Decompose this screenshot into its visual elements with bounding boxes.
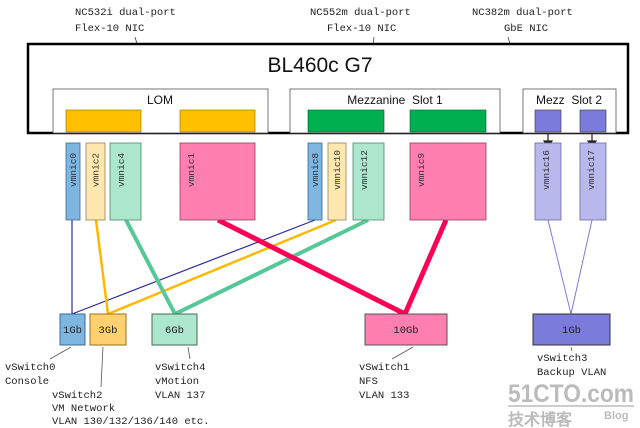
vmnic-vmnic10: vmnic10 xyxy=(327,142,347,221)
vmnic-box xyxy=(579,142,607,221)
vmnic-box xyxy=(327,142,347,221)
label-line: VLAN 137 xyxy=(155,390,205,402)
vmnic-label: vmnic4 xyxy=(116,153,127,188)
label-line: vSwitch1 xyxy=(359,362,409,374)
vmnic-box xyxy=(307,142,323,221)
uplink-box xyxy=(151,313,198,346)
callout-line: NC382m dual-port xyxy=(472,7,573,19)
vmnic-label: vmnic16 xyxy=(541,150,552,190)
label-line: vMotion xyxy=(155,376,199,388)
watermark-logo: 51CTO.com 技术博客 Blog xyxy=(508,380,634,428)
mezz2-port-2 xyxy=(579,109,607,133)
label-line: VLAN 133 xyxy=(359,390,409,402)
label-line: vSwitch3 xyxy=(537,353,587,365)
vmnic-label: vmnic10 xyxy=(332,150,343,190)
vmnic-box xyxy=(534,142,562,221)
vmnic-box xyxy=(352,142,385,221)
vmnic-label: vmnic17 xyxy=(586,150,597,190)
uplink-speed: 3Gb xyxy=(99,325,118,337)
watermark-cn: 技术博客 xyxy=(508,410,573,428)
vmnic-vmnic0: vmnic0 xyxy=(65,142,81,221)
vmnic-vmnic9: vmnic9 xyxy=(409,142,487,221)
watermark-blog: Blog xyxy=(604,410,628,422)
uplink-box xyxy=(89,313,127,346)
vmnic-vmnic16: vmnic16 xyxy=(534,142,562,221)
uplink-box xyxy=(59,313,86,346)
vswitch-uplink-3: 10Gb xyxy=(364,313,448,346)
vswitch-group: 1Gb 3Gb 6Gb 10Gb 1Gb xyxy=(59,313,611,346)
uplink-box xyxy=(532,313,611,346)
adapter-label: Mezz Slot 2 xyxy=(536,93,602,107)
callout-line: NC532i dual-port xyxy=(75,7,176,19)
uplink-box xyxy=(364,313,448,346)
label-line: Backup VLAN xyxy=(537,367,606,379)
watermark-site: 51CTO.com xyxy=(508,380,634,408)
vswitch-uplink-4: 1Gb xyxy=(532,313,611,346)
label-line: Console xyxy=(5,376,49,388)
mezz1-port-2 xyxy=(409,109,487,133)
vmnic-label: vmnic1 xyxy=(186,153,197,188)
vswitch3-label: vSwitch3 Backup VLAN xyxy=(537,353,606,379)
vmnic-group: vmnic0 vmnic2 vmnic4 vmnic1 vmnic8 vmnic10 vmn… xyxy=(65,142,607,221)
vmnic-box xyxy=(109,142,142,221)
server-title: BL460c G7 xyxy=(267,54,372,77)
label-line: VLAN 130/132/136/140 etc. xyxy=(52,416,210,428)
vswitch1-label: vSwitch1 NFS VLAN 133 xyxy=(359,362,409,402)
mezz2-port-1 xyxy=(534,109,562,133)
uplink-speed: 1Gb xyxy=(562,325,581,337)
vmnic-vmnic4: vmnic4 xyxy=(109,142,142,221)
label-leaders xyxy=(49,346,573,388)
vmnic-box xyxy=(85,142,106,221)
vmnic-label: vmnic2 xyxy=(91,153,102,188)
uplink-speed: 10Gb xyxy=(393,325,418,337)
label-line: vSwitch4 xyxy=(155,362,205,374)
vmnic-box xyxy=(409,142,487,221)
vmnic-label: vmnic9 xyxy=(416,153,427,188)
vmnic-vmnic17: vmnic17 xyxy=(579,142,607,221)
label-line: VM Network xyxy=(52,403,115,415)
uplink-speed: 6Gb xyxy=(165,325,184,337)
adapter-label: LOM xyxy=(147,93,173,107)
vmnic-vmnic12: vmnic12 xyxy=(352,142,385,221)
mezz1-port-1 xyxy=(307,109,385,133)
adapter-label: Mezzanine Slot 1 xyxy=(347,93,443,107)
uplink-lines xyxy=(71,217,593,317)
vmnic-box xyxy=(65,142,81,221)
vmnic-label: vmnic8 xyxy=(310,153,321,188)
vmnic-label: vmnic12 xyxy=(359,150,370,190)
callout-line: NC552m dual-port xyxy=(310,7,411,19)
vswitch2-label: vSwitch2 VM Network VLAN 130/132/136/140… xyxy=(52,390,210,428)
uplink-speed: 1Gb xyxy=(63,325,82,337)
callout-nc532i: NC532i dual-port Flex-10 NIC xyxy=(75,7,176,92)
lom-port-1 xyxy=(65,109,142,133)
vmnic-label: vmnic0 xyxy=(68,153,79,188)
vswitch-uplink-2: 6Gb xyxy=(151,313,198,346)
vmnic-vmnic1: vmnic1 xyxy=(179,142,256,221)
vmnic-vmnic2: vmnic2 xyxy=(85,142,106,221)
label-line: vSwitch0 xyxy=(5,362,55,374)
vswitch4-label: vSwitch4 vMotion VLAN 137 xyxy=(155,362,205,402)
vmnic-box xyxy=(179,142,256,221)
callout-line: GbE NIC xyxy=(504,23,548,35)
callout-nc552m: NC552m dual-port Flex-10 NIC xyxy=(310,7,411,92)
callout-line: Flex-10 NIC xyxy=(327,23,396,35)
callout-line: Flex-10 NIC xyxy=(75,23,144,35)
label-line: NFS xyxy=(359,376,378,388)
vswitch0-label: vSwitch0 Console xyxy=(5,362,55,388)
vswitch-uplink-1: 3Gb xyxy=(89,313,127,346)
lom-port-2 xyxy=(179,109,256,133)
vswitch-uplink-0: 1Gb xyxy=(59,313,86,346)
label-line: vSwitch2 xyxy=(52,390,102,402)
vmnic-vmnic8: vmnic8 xyxy=(307,142,323,221)
